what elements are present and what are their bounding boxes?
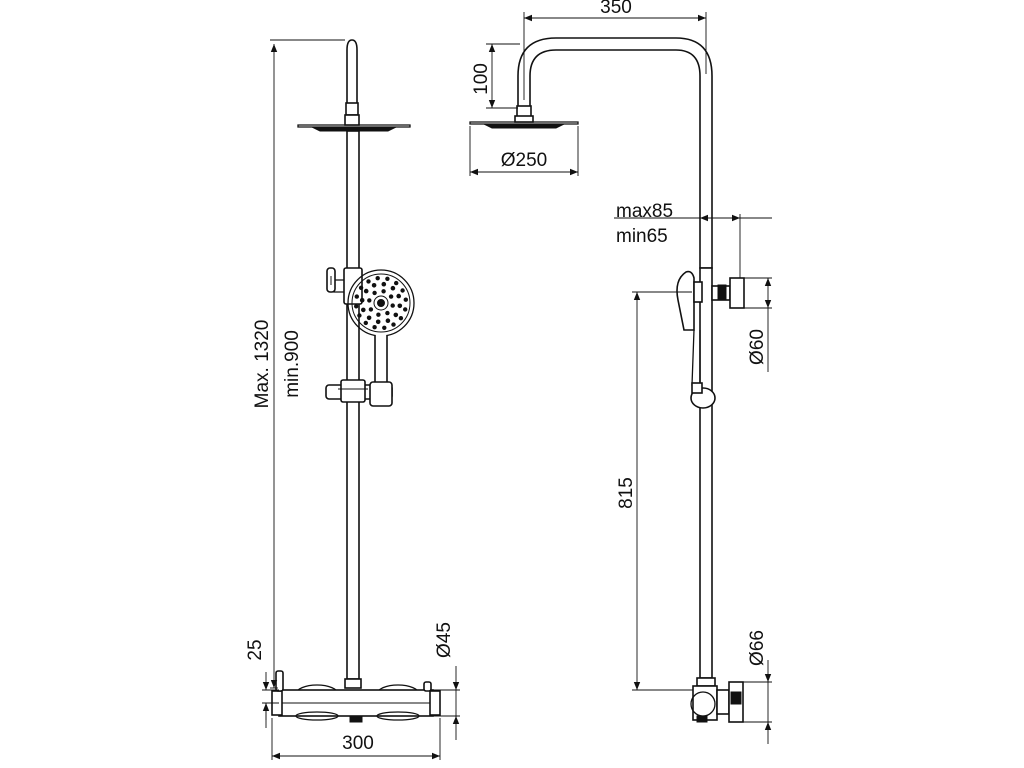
nozzle-dot (372, 325, 377, 330)
nozzle-dot (371, 283, 377, 288)
nozzle-dot (382, 325, 387, 330)
nozzle-dot (381, 289, 386, 294)
nozzle-dot (397, 303, 403, 309)
dim-projection-max-label: max85 (616, 201, 673, 222)
dim-arm-length-label: 350 (600, 0, 632, 18)
nozzle-dot (366, 279, 371, 284)
side-hand-shower (676, 270, 703, 386)
nozzle-dot (385, 276, 390, 281)
dim-mixer-width (271, 718, 441, 760)
dim-head-diameter (469, 126, 579, 176)
dim-projection (614, 214, 772, 278)
nozzle-dot (372, 290, 377, 296)
dim-bracket-diameter (744, 277, 772, 372)
nozzle-dot (385, 318, 391, 324)
dim-max-height (270, 39, 345, 689)
nozzle-dot (359, 297, 365, 303)
nozzle-dot (403, 297, 408, 302)
front-hand-shower (347, 269, 415, 337)
nozzle-dot (366, 315, 372, 321)
dim-base-offset (262, 672, 279, 728)
side-head-shower (469, 115, 579, 129)
dim-escutcheon-diameter (743, 660, 772, 744)
nozzle-dot (363, 288, 369, 294)
front-riser-top (346, 39, 358, 103)
nozzle-dot (388, 294, 394, 299)
front-head-shower (297, 114, 411, 132)
dim-max-height-label: Max. 1320 (252, 320, 273, 409)
nozzle-dot (354, 304, 359, 309)
nozzle-dot (391, 322, 396, 327)
dim-min-height-label: min.900 (282, 330, 303, 398)
dim-pipe-diameter (433, 666, 460, 740)
dim-arm-length (523, 12, 707, 100)
side-view: 350 100 Ø250 max85 min65 (469, 0, 772, 744)
dim-mixer-width-label: 300 (342, 733, 374, 754)
dim-escutcheon-diameter-label: Ø66 (747, 630, 768, 666)
front-head-connector (345, 102, 359, 116)
nozzle-dot (375, 276, 380, 281)
front-riser-nut (344, 678, 362, 689)
nozzle-dot (394, 280, 399, 286)
nozzle-dot (375, 319, 381, 325)
dim-head-drop (486, 43, 520, 109)
dim-head-diameter-label: Ø250 (501, 150, 547, 171)
dim-base-offset-label: 25 (245, 639, 266, 660)
nozzle-dot (400, 288, 405, 293)
nozzle-dot (357, 313, 362, 318)
dim-projection-min-label: min65 (616, 226, 668, 247)
hand-shower-nozzles (354, 276, 408, 330)
nozzle-dot (354, 294, 359, 299)
nozzle-dot (381, 281, 387, 287)
dim-pipe-diameter-label: Ø45 (434, 622, 455, 658)
nozzle-dot (376, 312, 381, 317)
front-slider (325, 379, 393, 407)
nozzle-dot (363, 320, 368, 326)
nozzle-dot (390, 285, 396, 291)
nozzle-dot (361, 307, 366, 313)
nozzle-dot (403, 307, 408, 312)
front-view: Max. 1320 min.900 25 300 Ø45 (245, 39, 460, 760)
dim-head-drop-label: 100 (471, 63, 492, 95)
dim-bracket-height (632, 291, 693, 691)
nozzle-dot (385, 310, 390, 316)
nozzle-dot (358, 285, 364, 290)
side-mixer (690, 677, 744, 723)
side-upper-bracket (711, 277, 745, 309)
side-riser-pipe (699, 267, 713, 679)
nozzle-dot (393, 312, 399, 318)
nozzle-dot (390, 303, 395, 308)
front-riser-pipe (346, 130, 360, 680)
nozzle-dot (368, 307, 374, 312)
side-slider (690, 382, 716, 409)
side-overhead-arm (517, 37, 713, 269)
nozzle-dot (396, 293, 402, 299)
dim-bracket-diameter-label: Ø60 (747, 329, 768, 365)
nozzle-dot (398, 316, 404, 321)
nozzle-dot (367, 298, 372, 303)
dim-bracket-height-label: 815 (616, 477, 637, 509)
